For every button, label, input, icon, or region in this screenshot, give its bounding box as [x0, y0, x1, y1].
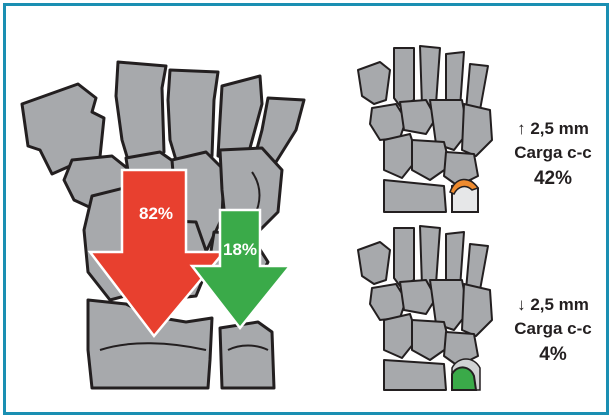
top-load-label: Carga c-c — [500, 142, 606, 164]
bottom-displacement-label: ↓ 2,5 mm — [500, 294, 606, 316]
top-load-percent: 42% — [500, 168, 606, 190]
bottom-load-label: Carga c-c — [500, 318, 606, 340]
top-displacement-label: ↑ 2,5 mm — [500, 118, 606, 140]
bottom-load-percent: 4% — [500, 344, 606, 366]
bottom-radius — [384, 360, 446, 390]
